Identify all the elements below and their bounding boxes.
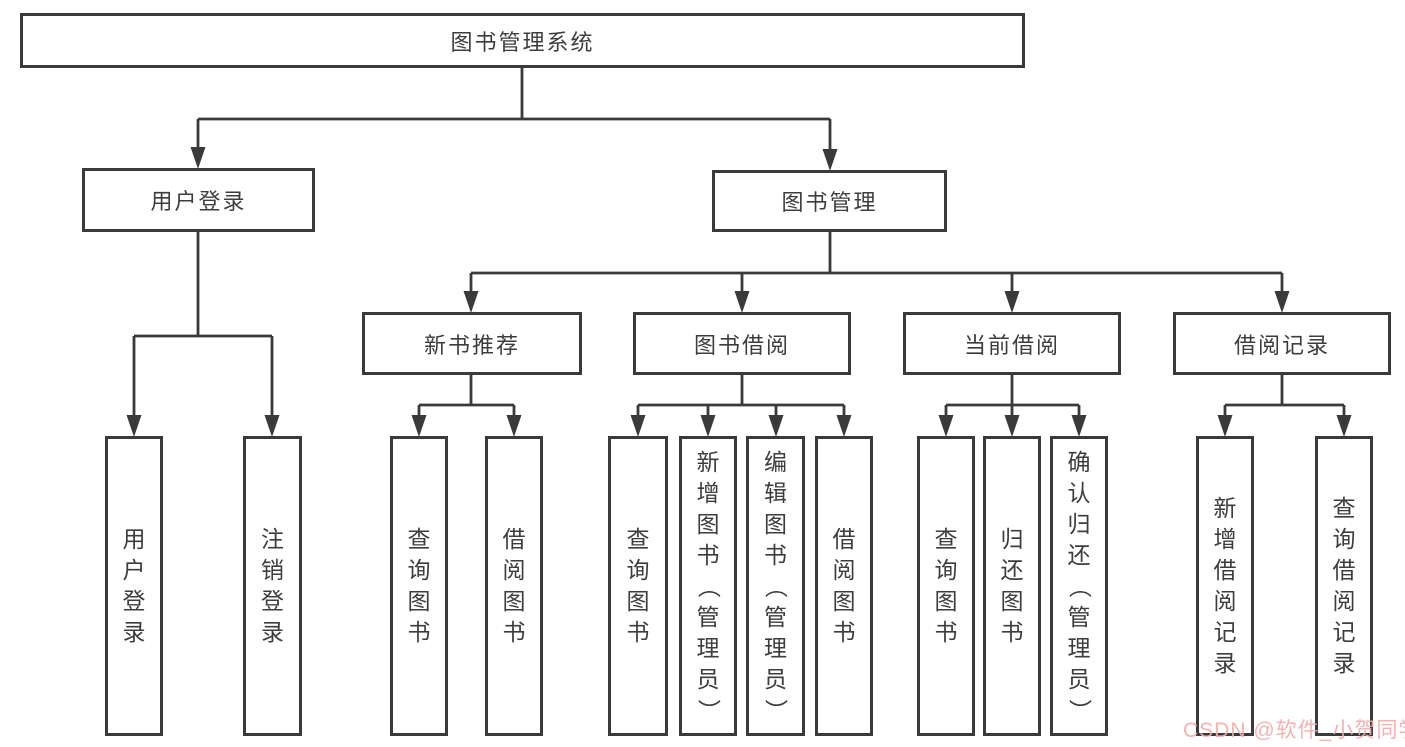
- leaf-edit-book-admin-label: 编辑图书（管理员）: [763, 448, 789, 722]
- node-root-label: 图书管理系统: [450, 29, 595, 55]
- leaf-query-books-2: 查询图书: [608, 436, 668, 736]
- leaf-logout: 注销登录: [243, 436, 302, 736]
- leaf-query-books-1: 查询图书: [390, 436, 448, 736]
- leaf-return-books-label: 归还图书: [1000, 526, 1024, 645]
- leaf-edit-book-admin: 编辑图书（管理员）: [746, 436, 805, 736]
- node-borrow-records: 借阅记录: [1173, 312, 1391, 375]
- leaf-borrow-books-1-label: 借阅图书: [502, 526, 526, 645]
- node-user-login-label: 用户登录: [150, 189, 247, 214]
- node-borrow-records-label: 借阅记录: [1233, 332, 1330, 358]
- leaf-return-books: 归还图书: [983, 436, 1041, 736]
- node-user-login: 用户登录: [82, 168, 315, 232]
- leaf-add-book-admin-label: 新增图书（管理员）: [695, 448, 722, 722]
- leaf-add-borrow-record: 新增借阅记录: [1196, 436, 1254, 736]
- node-book-management: 图书管理: [712, 170, 947, 232]
- node-book-management-label: 图书管理: [781, 190, 878, 215]
- node-book-borrow-label: 图书借阅: [693, 332, 790, 358]
- node-new-book-recommend: 新书推荐: [362, 312, 582, 375]
- leaf-query-books-1-label: 查询图书: [407, 526, 431, 645]
- leaf-confirm-return-admin: 确认归还（管理员）: [1050, 436, 1108, 736]
- node-current-borrow-label: 当前借阅: [963, 332, 1060, 358]
- leaf-query-books-2-label: 查询图书: [626, 526, 650, 645]
- leaf-query-books-3: 查询图书: [917, 436, 975, 736]
- leaf-query-borrow-record: 查询借阅记录: [1315, 436, 1373, 736]
- leaf-add-borrow-record-label: 新增借阅记录: [1213, 495, 1237, 676]
- node-new-book-recommend-label: 新书推荐: [423, 332, 520, 358]
- node-book-borrow: 图书借阅: [633, 312, 851, 375]
- leaf-borrow-books-1: 借阅图书: [485, 436, 543, 736]
- leaf-borrow-books-2-label: 借阅图书: [832, 526, 856, 645]
- leaf-query-borrow-record-label: 查询借阅记录: [1332, 495, 1356, 676]
- leaf-query-books-3-label: 查询图书: [934, 526, 958, 645]
- leaf-confirm-return-admin-label: 确认归还（管理员）: [1066, 448, 1093, 722]
- csdn-watermark: CSDN @软件_小贺同学: [1183, 719, 1405, 742]
- leaf-borrow-books-2: 借阅图书: [815, 436, 873, 736]
- node-root: 图书管理系统: [20, 13, 1025, 68]
- leaf-logout-label: 注销登录: [261, 526, 284, 645]
- leaf-user-login-label: 用户登录: [122, 526, 146, 645]
- node-current-borrow: 当前借阅: [903, 312, 1121, 375]
- leaf-user-login: 用户登录: [105, 436, 163, 736]
- leaf-add-book-admin: 新增图书（管理员）: [679, 436, 737, 736]
